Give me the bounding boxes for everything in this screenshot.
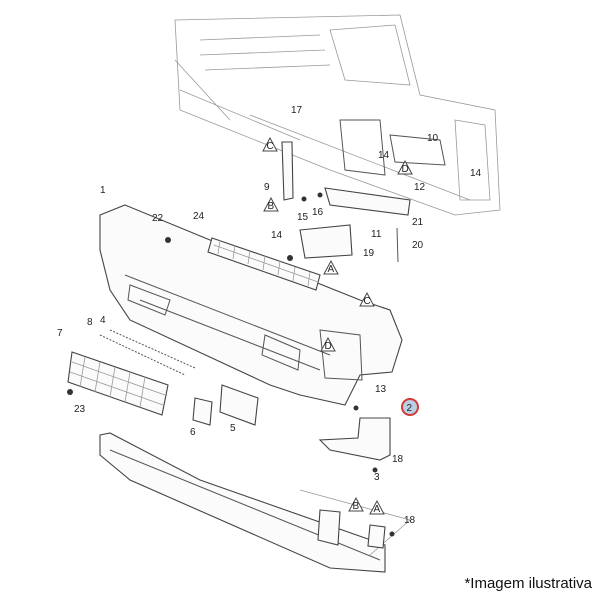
callout-5: 5 xyxy=(230,423,236,434)
crossmember-12 xyxy=(324,187,411,216)
svg-text:A: A xyxy=(328,264,335,275)
seal-strip-4 xyxy=(109,329,196,369)
svg-text:C: C xyxy=(267,141,274,152)
callout-6: 6 xyxy=(190,427,196,438)
bracket-6 xyxy=(192,397,213,426)
callout-24: 24 xyxy=(193,211,205,222)
bracket-9 xyxy=(281,141,294,201)
callout-4: 4 xyxy=(100,315,106,326)
seal-strip-8 xyxy=(99,334,186,376)
fasteners xyxy=(67,192,395,537)
upper-grille-24 xyxy=(207,237,321,291)
callout-12: 12 xyxy=(414,182,426,193)
callout-2[interactable]: 2 xyxy=(407,403,413,414)
callout-8: 8 xyxy=(87,317,93,328)
bumper-upper-1 xyxy=(99,204,403,406)
callout-14: 14 xyxy=(470,168,482,179)
lower-bumper-3 xyxy=(99,432,411,573)
svg-text:B: B xyxy=(353,501,360,512)
callout-17: 17 xyxy=(291,105,303,116)
callout-20: 20 xyxy=(412,240,424,251)
reference-mark-b xyxy=(263,196,279,212)
callout-19: 19 xyxy=(363,248,375,259)
bracket-11 xyxy=(299,224,353,259)
svg-text:A: A xyxy=(374,504,381,515)
svg-text:D: D xyxy=(325,341,332,352)
svg-text:C: C xyxy=(364,296,371,307)
callout-18: 18 xyxy=(392,454,404,465)
reference-mark-a xyxy=(323,259,339,275)
illustrative-image-caption: *Imagem ilustrativa xyxy=(464,575,592,592)
callout-14: 14 xyxy=(378,150,390,161)
end-cap-2 xyxy=(318,417,391,461)
callout-13: 13 xyxy=(375,384,387,395)
callout-11: 11 xyxy=(371,229,382,240)
reference-mark-a xyxy=(369,499,385,515)
svg-text:B: B xyxy=(268,201,275,212)
bracket-5 xyxy=(219,384,259,426)
callout-9: 9 xyxy=(264,182,270,193)
reference-mark-d xyxy=(397,159,413,175)
reference-mark-c xyxy=(359,291,375,307)
callout-23: 23 xyxy=(74,404,86,415)
svg-text:D: D xyxy=(402,164,409,175)
callout-14: 14 xyxy=(271,230,283,241)
callout-1: 1 xyxy=(100,185,106,196)
reference-mark-d xyxy=(320,336,336,352)
selected-part-highlight[interactable] xyxy=(401,398,419,416)
callout-21: 21 xyxy=(412,217,424,228)
callout-7: 7 xyxy=(57,328,63,339)
callout-18: 18 xyxy=(404,515,416,526)
callout-16: 16 xyxy=(312,207,324,218)
lower-grille-7 xyxy=(67,351,169,416)
reference-mark-c xyxy=(262,136,278,152)
callout-22: 22 xyxy=(152,213,164,224)
callout-labels: 1 22 24 17 10 14 14 9 12 15 16 21 14 11 … xyxy=(57,105,482,526)
callout-15: 15 xyxy=(297,212,309,223)
callout-3: 3 xyxy=(374,472,380,483)
truck-front-cab xyxy=(174,14,501,216)
callout-10: 10 xyxy=(427,133,439,144)
reference-mark-b xyxy=(348,496,364,512)
